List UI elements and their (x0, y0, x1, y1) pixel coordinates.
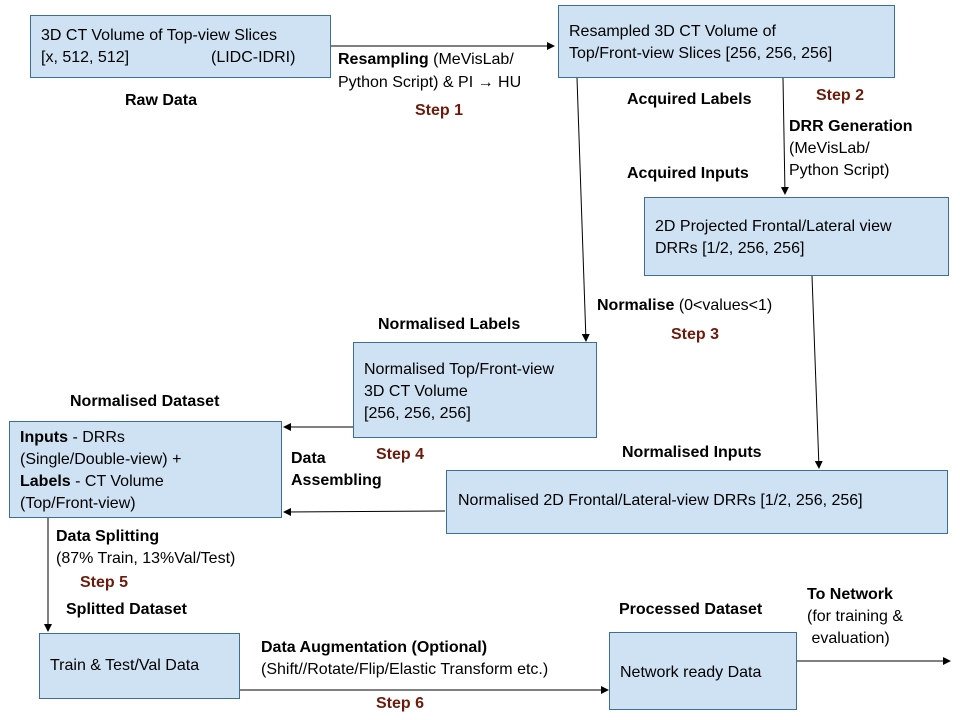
data-assembling-label-1: Data (291, 450, 326, 467)
to-network-label: To Network (807, 586, 893, 603)
normalised-inputs-label: Normalised Inputs (622, 444, 762, 461)
resampling-line2: Python Script) & PI → HU (338, 74, 522, 91)
norm-ct-line2: 3D CT Volume (364, 383, 468, 400)
to-network-line3: evaluation) (807, 630, 890, 647)
resampled-ct-volume-box: Resampled 3D CT Volume of Top/Front-view… (558, 5, 895, 78)
network-ready-box: Network ready Data (609, 632, 797, 710)
arrow-normalise-drr (811, 275, 823, 469)
drr-box: 2D Projected Frontal/Lateral view DRRs [… (644, 197, 949, 276)
drr-generation-line3: Python Script) (789, 162, 890, 179)
step4-label: Step 4 (376, 446, 425, 463)
inputs-rest: - DRRs (68, 429, 125, 446)
step5-label: Step 5 (80, 574, 129, 591)
resampled-line2: Top/Front-view Slices [256, 256, 256] (569, 45, 833, 62)
raw-ct-source: (LIDC-IDRI) (211, 49, 296, 66)
resampling-label: Resampling (MeVisLab/ (338, 49, 514, 71)
drr-generation-label: DRR Generation (789, 118, 913, 135)
arrow-drr-generation (780, 77, 789, 195)
raw-ct-line1: 3D CT Volume of Top-view Slices (41, 27, 277, 44)
resampling-rest: (MeVisLab/ (428, 51, 514, 68)
to-network-line2: (for training & (807, 608, 904, 625)
normalise-label: Normalise (0<values<1) (597, 295, 772, 317)
step6-label: Step 6 (376, 695, 425, 712)
acquired-inputs-label: Acquired Inputs (627, 165, 749, 182)
network-ready-text: Network ready Data (620, 664, 762, 681)
augmentation-line2: (Shift//Rotate/Flip/Elastic Transform et… (261, 661, 549, 678)
normalised-dataset-label: Normalised Dataset (70, 393, 220, 410)
data-assembling-label-2: Assembling (291, 472, 382, 489)
raw-data-label: Raw Data (125, 92, 198, 109)
arrow-acquired-labels (576, 77, 590, 342)
norm-ct-line1: Normalised Top/Front-view (364, 361, 554, 378)
normalised-drr-box: Normalised 2D Frontal/Lateral-view DRRs … (446, 470, 948, 534)
resampled-line1: Resampled 3D CT Volume of (569, 23, 776, 40)
step3-label: Step 3 (671, 326, 720, 343)
drr-line2: DRRs [1/2, 256, 256] (655, 240, 805, 257)
data-splitting-label: Data Splitting (56, 528, 160, 545)
acquired-labels-label: Acquired Labels (627, 91, 752, 108)
drr-line1: 2D Projected Frontal/Lateral view (655, 218, 892, 235)
dataset-line2: (Single/Double-view) + (20, 451, 182, 468)
arrow-assemble-inputs (283, 507, 446, 516)
resampling-bold: Resampling (338, 51, 429, 68)
normalised-labels-label: Normalised Labels (378, 316, 521, 333)
train-test-text: Train & Test/Val Data (50, 657, 200, 674)
raw-ct-volume-box: 3D CT Volume of Top-view Slices [x, 512,… (30, 15, 331, 78)
data-splitting-line2: (87% Train, 13%Val/Test) (56, 550, 236, 567)
norm-ct-line3: [256, 256, 256] (364, 405, 471, 422)
labels-rest: - CT Volume (70, 473, 164, 490)
norm-drr-text: Normalised 2D Frontal/Lateral-view DRRs … (458, 492, 863, 509)
splitted-dataset-label: Splitted Dataset (66, 601, 187, 618)
drr-generation-line2: (MeVisLab/ (789, 140, 870, 157)
raw-ct-shape: [x, 512, 512] (41, 49, 130, 66)
dataset-line4: (Top/Front-view) (20, 495, 136, 512)
labels-bold: Labels (20, 473, 71, 490)
train-test-box: Train & Test/Val Data (39, 633, 240, 699)
inputs-bold: Inputs (20, 429, 68, 446)
normalised-dataset-box: Inputs - DRRs (Single/Double-view) + Lab… (9, 421, 282, 518)
augmentation-label: Data Augmentation (Optional) (261, 639, 488, 656)
step2-label: Step 2 (816, 87, 865, 104)
processed-dataset-label: Processed Dataset (619, 601, 763, 618)
step1-label: Step 1 (415, 102, 464, 119)
normalise-rest: (0<values<1) (674, 297, 773, 314)
normalise-bold: Normalise (597, 297, 675, 314)
normalised-ct-box: Normalised Top/Front-view 3D CT Volume [… (353, 342, 597, 438)
